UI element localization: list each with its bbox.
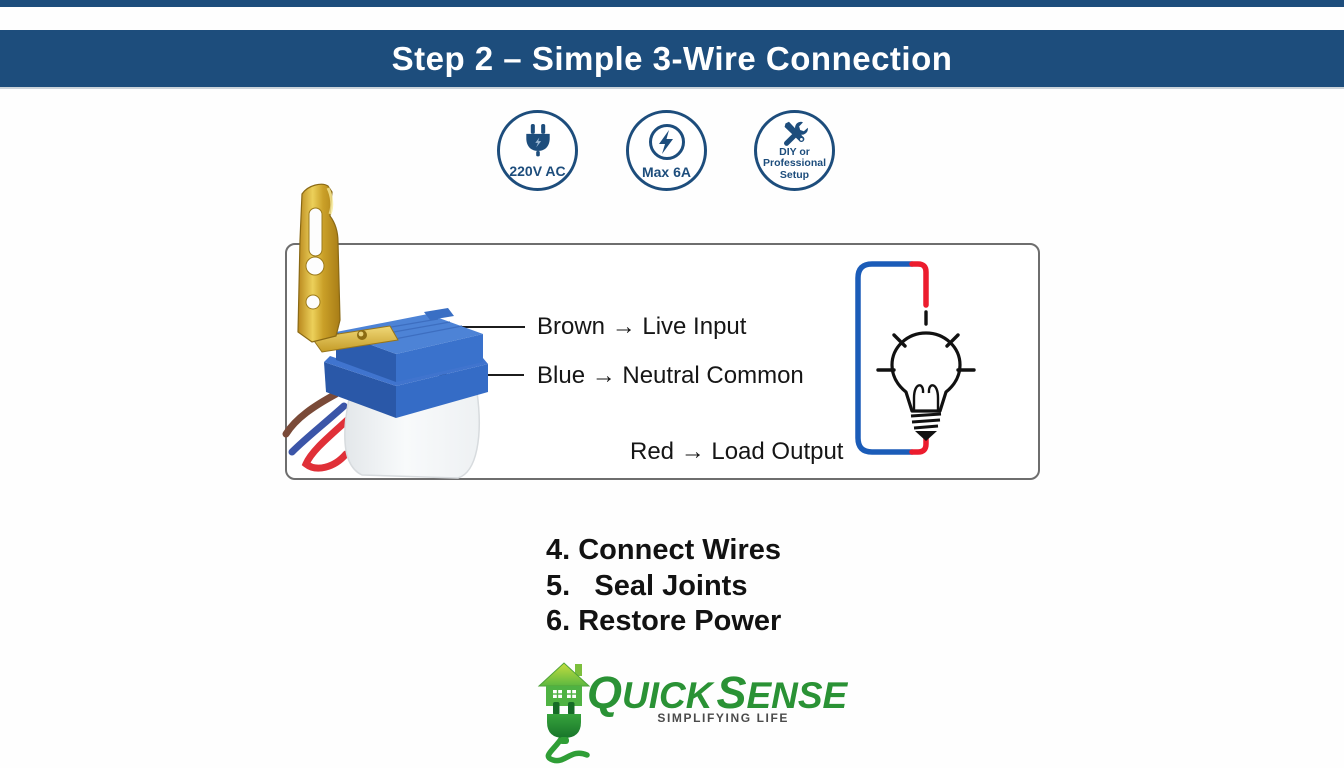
brown-wire	[282, 390, 340, 438]
sensor-cap	[324, 362, 396, 418]
sensor-lid-tab	[424, 308, 454, 320]
step-6: 6. Restore Power	[546, 605, 782, 637]
header-bar: Step 2 – Simple 3-Wire Connection	[0, 30, 1344, 89]
wire-label-blue: Blue → Neutral Common	[537, 362, 804, 389]
top-accent-strip	[0, 0, 1344, 7]
badge-setup-line1: DIY or	[779, 145, 810, 158]
photocell-sensor-image	[282, 183, 488, 479]
brand-second: SENSE	[716, 667, 848, 718]
badge-current: Max 6A	[626, 110, 707, 191]
bracket-foot	[311, 325, 399, 353]
badge-setup-line2: Professional	[762, 157, 827, 170]
instruction-steps: 4. Connect Wires 5. Seal Joints 6. Resto…	[546, 533, 781, 640]
house-plug-icon	[537, 662, 591, 764]
badge-current-label: Max 6A	[641, 163, 692, 180]
sensor-lid-front	[396, 334, 483, 382]
brand-tagline: SIMPLIFYING LIFE	[657, 711, 789, 725]
circuit-red-wire-bottom	[909, 435, 929, 455]
lightning-bolt-icon	[648, 123, 685, 160]
circuit-red-wire-top	[909, 261, 929, 308]
red-wire	[301, 410, 358, 472]
badge-voltage-label: 220V AC	[509, 162, 566, 179]
circuit-blue-wire	[855, 261, 915, 455]
blue-wire	[288, 402, 348, 456]
badge-voltage: 220V AC	[497, 110, 578, 191]
wire-label-brown: Brown → Live Input	[537, 313, 747, 340]
tools-icon	[783, 121, 808, 146]
power-plug-icon	[525, 123, 550, 156]
badge-setup-label: DIY or Professional Setup	[762, 145, 827, 182]
brand-first: QUICK	[587, 667, 713, 718]
sensor-cap-front	[396, 364, 488, 418]
wire-label-red: Red → Load Output	[630, 438, 844, 465]
step-5: 5. Seal Joints	[546, 569, 748, 602]
badge-setup: DIY or Professional Setup	[754, 110, 835, 191]
light-rays	[876, 310, 976, 372]
badge-setup-line3: Setup	[779, 168, 810, 181]
sensor-cap-edge	[324, 356, 488, 386]
page-title: Step 2 – Simple 3-Wire Connection	[391, 39, 953, 77]
bulb-glyph	[890, 331, 962, 441]
light-bulb-circuit	[855, 261, 976, 455]
step-4: 4. Connect Wires	[546, 534, 782, 566]
sensor-body	[344, 391, 480, 479]
